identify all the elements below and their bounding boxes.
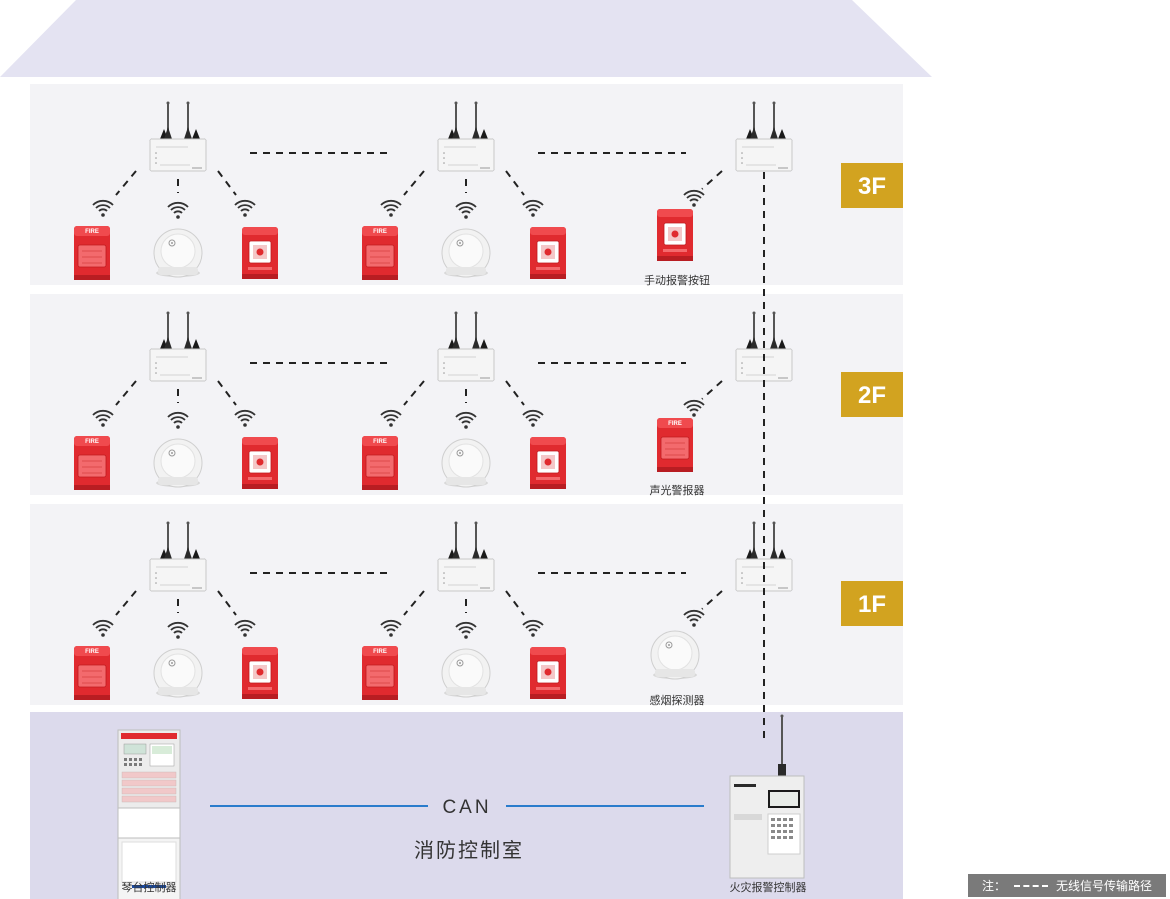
floor-tag-1f-text: 1F: [858, 591, 886, 618]
fire-text: FIRE: [85, 229, 99, 235]
floor-tag-2f-text: 2F: [858, 382, 886, 409]
wireless-link: [505, 380, 525, 406]
roof: [0, 0, 932, 77]
wireless-link: [505, 590, 525, 616]
floor-tag-1f: [841, 581, 903, 626]
manual-call-point: [529, 436, 567, 490]
console-controller: [117, 729, 181, 899]
floor-tag-3f-text: 3F: [858, 173, 886, 200]
wireless-link: [403, 380, 425, 406]
wireless-link: [115, 170, 137, 196]
device-label-3f: 手动报警按钮: [644, 273, 710, 287]
wireless-link: [217, 380, 237, 406]
fire-text: FIRE: [668, 421, 682, 427]
can-label: CAN: [442, 797, 491, 818]
wireless-link: [701, 170, 723, 190]
wireless-link: [701, 590, 723, 610]
fire-text: FIRE: [85, 439, 99, 445]
manual-call-point: [241, 226, 279, 280]
smoke-detector: [650, 630, 700, 680]
floor-2f: FIRE FIRE FIRE 声光警报器: [73, 310, 793, 497]
smoke-detector: [153, 648, 203, 698]
device-label-1f: 感烟探测器: [650, 693, 705, 707]
wireless-link: [403, 590, 425, 616]
console-controller-label: 琴台控制器: [122, 880, 177, 894]
smoke-detector: [441, 228, 491, 278]
manual-call-point: [529, 226, 567, 280]
manual-call-point: [241, 646, 279, 700]
legend: 注： 无线信号传输路径: [968, 874, 1166, 897]
wireless-link: [701, 380, 723, 400]
manual-call-point: [656, 208, 694, 262]
wireless-link: [115, 590, 137, 616]
smoke-detector: [153, 438, 203, 488]
legend-prefix: 注：: [981, 879, 1006, 893]
fire-text: FIRE: [373, 649, 387, 655]
wireless-link: [115, 380, 137, 406]
floor-1f: FIRE FIRE 感烟探测器: [73, 520, 793, 707]
wireless-link: [217, 590, 237, 616]
fire-alarm-panel-label: 火灾报警控制器: [730, 880, 807, 894]
legend-text: 无线信号传输路径: [1056, 879, 1153, 893]
fire-alarm-panel: [729, 714, 805, 879]
manual-call-point: [529, 646, 567, 700]
floor-tag-2f: [841, 372, 903, 417]
fire-text: FIRE: [85, 649, 99, 655]
wireless-link: [403, 170, 425, 196]
fire-text: FIRE: [373, 229, 387, 235]
floor-3f: FIRE FIRE 手动报警按钮: [73, 100, 793, 287]
smoke-detector: [153, 228, 203, 278]
smoke-detector: [441, 648, 491, 698]
control-room-name: 消防控制室: [414, 838, 524, 862]
manual-call-point: [241, 436, 279, 490]
floor-tag-3f: [841, 163, 903, 208]
smoke-detector: [441, 438, 491, 488]
fire-text: FIRE: [373, 439, 387, 445]
wireless-link: [505, 170, 525, 196]
wireless-link: [217, 170, 237, 196]
legend-dash-icon: [1014, 884, 1048, 887]
device-label-2f: 声光警报器: [650, 483, 705, 497]
